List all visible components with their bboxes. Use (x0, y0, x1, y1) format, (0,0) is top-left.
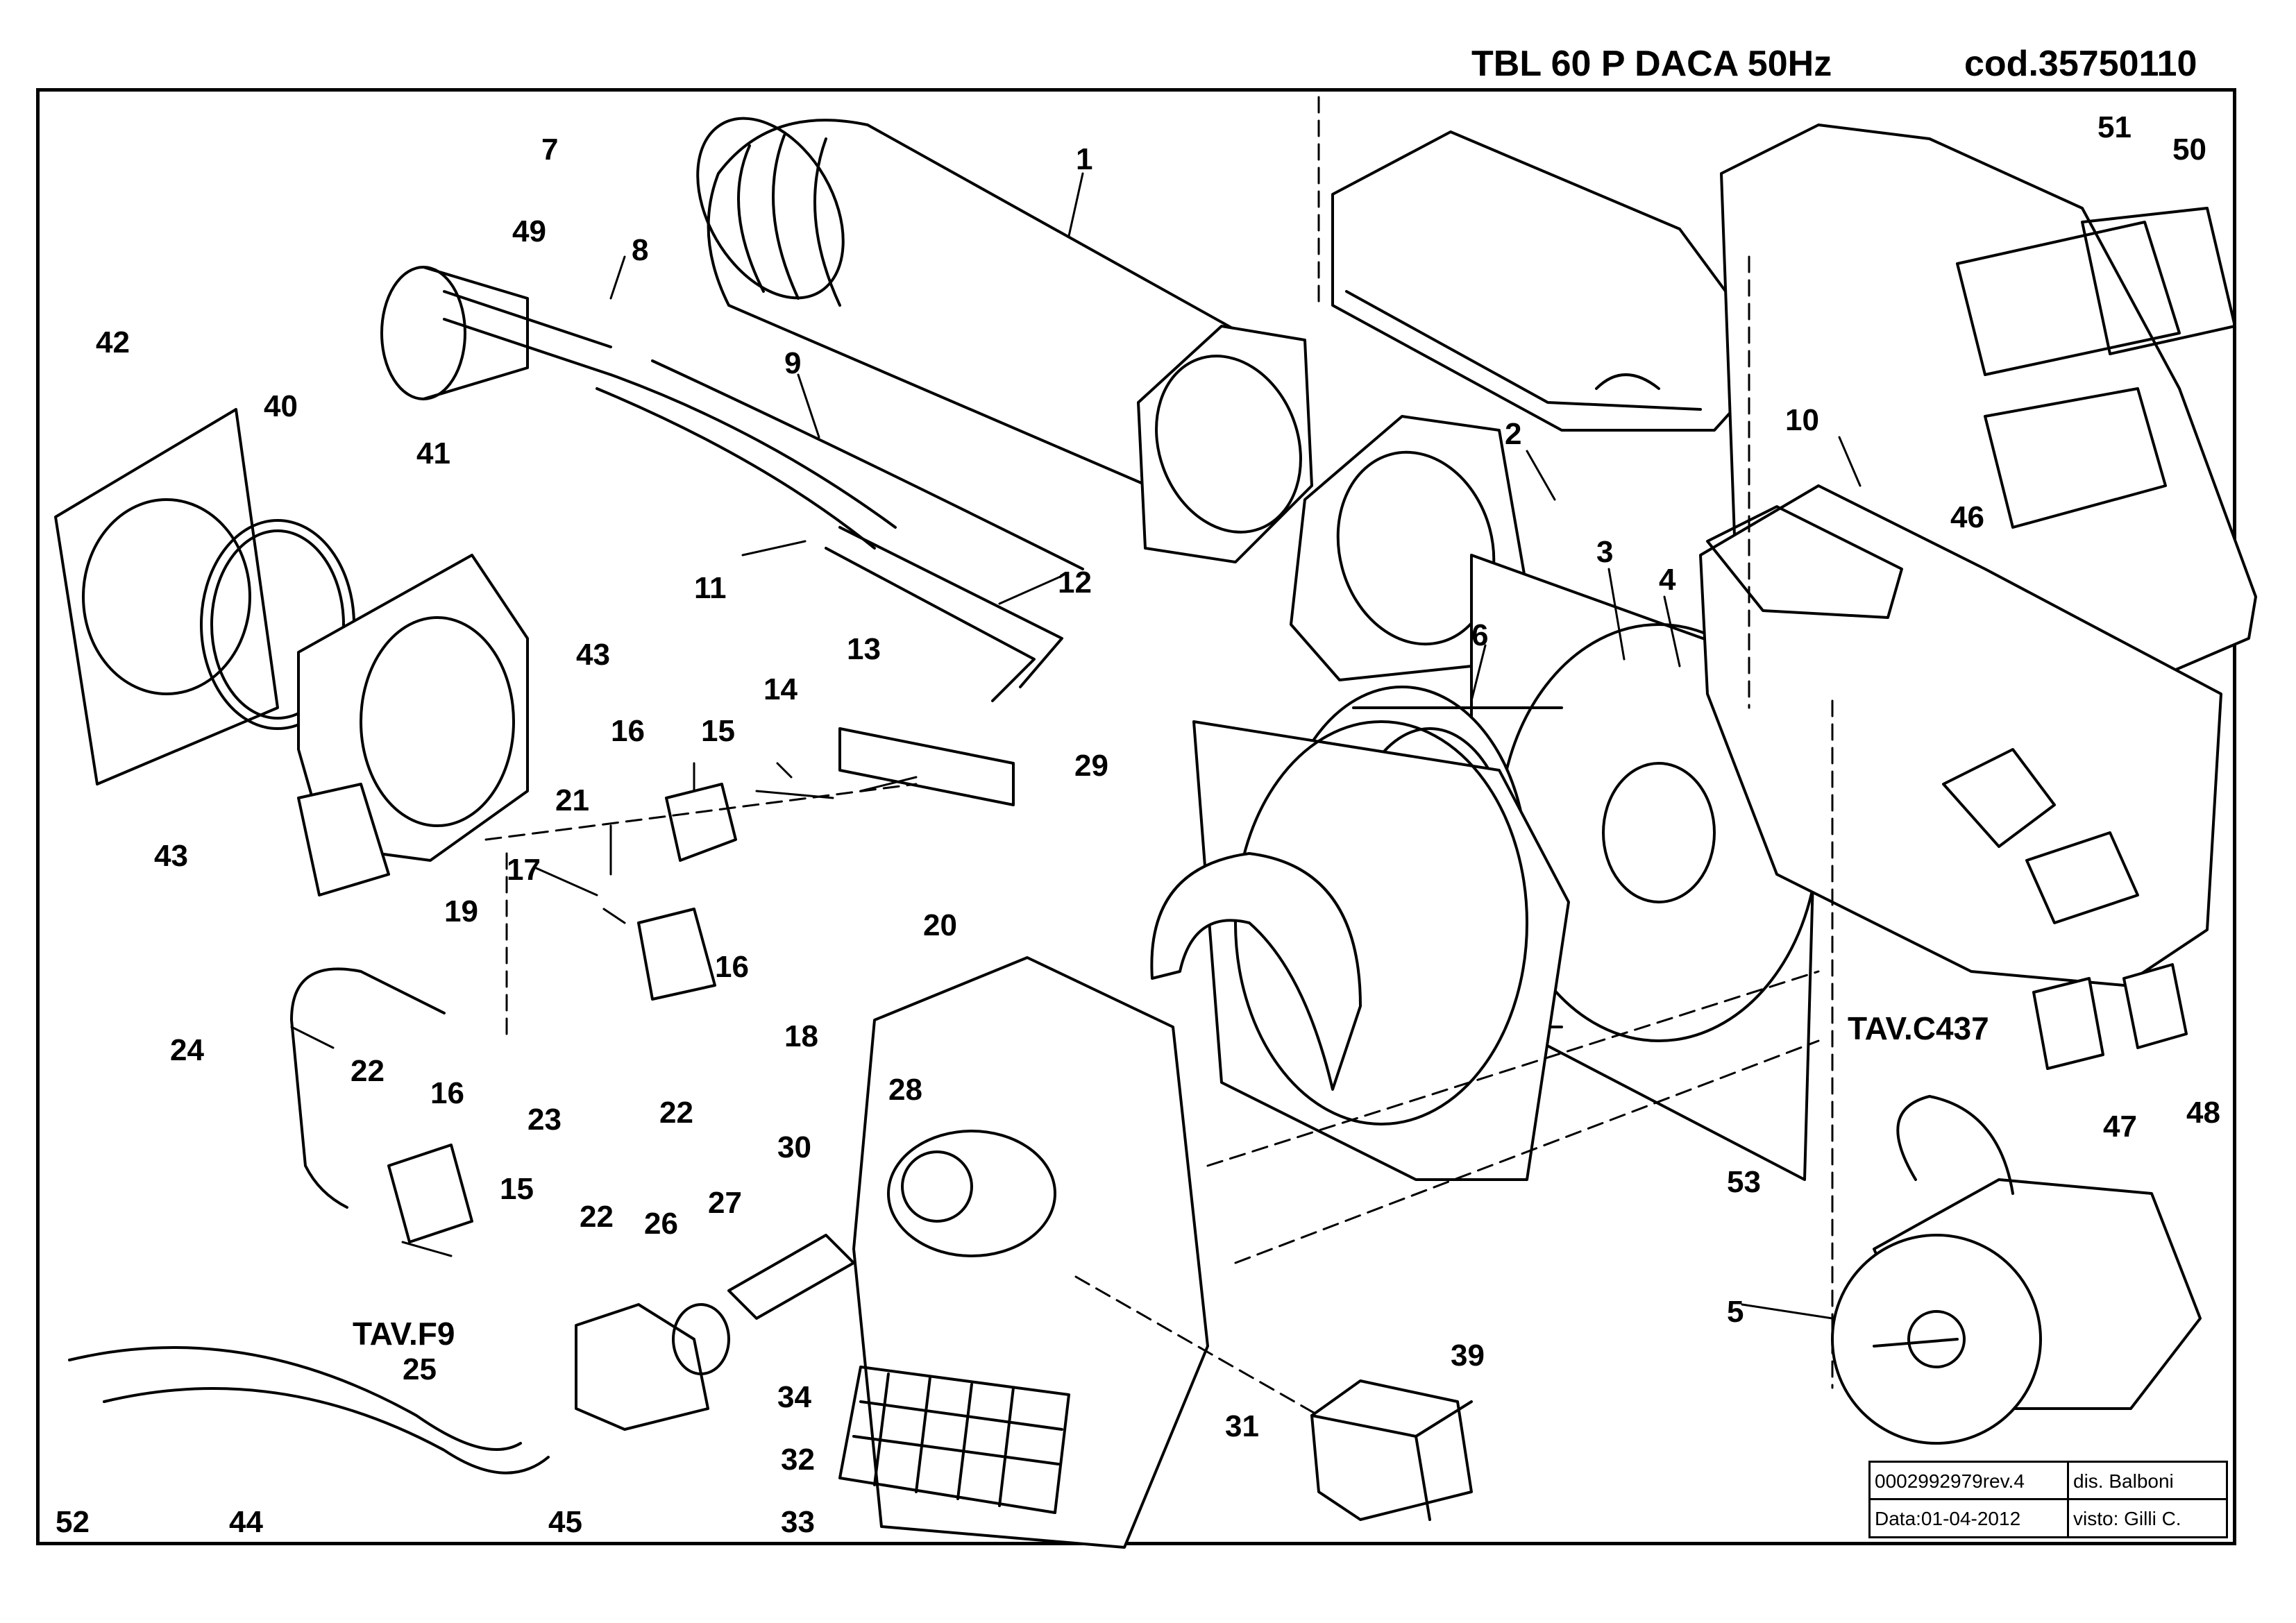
callout-52: 52 (56, 1505, 90, 1539)
callout-29: 29 (1074, 749, 1108, 783)
callout-12: 12 (1058, 566, 1092, 600)
assembly-guide-lines (484, 96, 1834, 1417)
callout-1: 1 (1076, 142, 1092, 176)
mounting-flange-part (297, 554, 529, 897)
callout-22c: 22 (580, 1200, 614, 1234)
callout-25: 25 (403, 1352, 437, 1386)
control-unit-part (1310, 1379, 1473, 1521)
callout-3: 3 (1596, 535, 1613, 569)
callout-21: 21 (555, 783, 589, 817)
callout-41: 41 (416, 436, 450, 470)
callout-39: 39 (1451, 1339, 1485, 1373)
callout-4: 4 (1659, 563, 1676, 597)
title-block-date: Data:01-04-2012 (1871, 1500, 2069, 1538)
callout-44: 44 (229, 1505, 263, 1539)
control-box-part (1699, 484, 2222, 987)
callout-22b: 22 (659, 1096, 693, 1130)
callout-33: 33 (781, 1505, 815, 1539)
callout-11: 11 (694, 571, 727, 605)
tube-flange-part (1137, 325, 1313, 563)
callout-9: 9 (784, 346, 801, 380)
callout-27: 27 (708, 1186, 742, 1220)
callout-34: 34 (777, 1380, 811, 1414)
callout-47: 47 (2103, 1110, 2137, 1144)
oil-pipe-part (290, 967, 446, 1209)
callout-6: 6 (1471, 618, 1488, 652)
callout-46: 46 (1950, 500, 1984, 534)
terminal-strip-part (838, 727, 1015, 806)
model-title: TBL 60 P DACA 50Hz (1471, 44, 1832, 84)
burner-casing-part (852, 956, 1209, 1549)
callout-2: 2 (1505, 417, 1521, 451)
callout-53: 53 (1727, 1165, 1761, 1199)
callout-28: 28 (888, 1073, 922, 1107)
callout-16b: 16 (715, 950, 749, 984)
callout-leader-lines (290, 172, 1862, 1320)
callout-45: 45 (548, 1505, 582, 1539)
connector-plug-47 (2032, 977, 2104, 1070)
callout-15: 15 (701, 714, 735, 748)
callout-5: 5 (1727, 1295, 1744, 1329)
flange-gasket-part (54, 408, 279, 785)
title-block-checked-by: visto: Gilli C. (2073, 1508, 2181, 1529)
callout-42: 42 (96, 325, 130, 359)
callout-50: 50 (2172, 133, 2206, 167)
solenoid-valve-3 (387, 1144, 473, 1243)
callout-19: 19 (444, 894, 478, 928)
solenoid-valve-2 (637, 908, 716, 1001)
top-cover-part (1331, 130, 1778, 432)
electrode-assembly-part (380, 266, 612, 400)
fuel-pump-part (575, 1303, 730, 1431)
callout-16: 16 (611, 714, 645, 748)
callout-51: 51 (2097, 110, 2132, 144)
callout-43: 43 (576, 638, 610, 672)
solenoid-valve-1 (665, 783, 737, 862)
callout-15b: 15 (500, 1172, 534, 1206)
callout-32: 32 (781, 1443, 815, 1477)
title-block-doc-number: 0002992979rev.4 (1871, 1463, 2069, 1500)
volute-housing-part (1192, 720, 1570, 1181)
ignition-cables-part (596, 359, 1084, 702)
callout-13: 13 (847, 632, 881, 666)
callout-48: 48 (2186, 1096, 2220, 1130)
callout-20: 20 (923, 908, 957, 942)
drawing-header: TBL 60 P DACA 50Hz cod.35750110 (1471, 43, 2235, 92)
callout-8: 8 (632, 233, 648, 267)
callout-18: 18 (784, 1019, 818, 1053)
callout-14: 14 (763, 672, 797, 706)
drawing-frame (36, 88, 2236, 1545)
callout-22: 22 (351, 1054, 385, 1088)
callout-26: 26 (644, 1207, 678, 1241)
flexible-hoses-part (68, 1346, 550, 1475)
callout-7: 7 (541, 133, 558, 167)
callout-30: 30 (777, 1130, 811, 1164)
callout-10: 10 (1785, 403, 1819, 437)
motor-part (1831, 1095, 2202, 1445)
coupling-sleeve-part (727, 1234, 855, 1320)
callout-49: 49 (512, 214, 546, 248)
callout-31: 31 (1225, 1409, 1259, 1443)
callout-43b: 43 (154, 839, 188, 873)
model-code: cod.35750110 (1964, 44, 2197, 84)
air-filter-grid-part (838, 1366, 1070, 1514)
connector-plug-48 (2122, 963, 2188, 1049)
inlet-cone-part (1150, 852, 1362, 1091)
callout-40: 40 (264, 389, 298, 423)
cross-ref-tav-c437: TAV.C437 (1848, 1010, 1989, 1046)
title-block-drawn-by: dis. Balboni (2069, 1463, 2226, 1500)
callout-16c: 16 (430, 1076, 464, 1110)
callout-23: 23 (527, 1103, 562, 1137)
title-block: 0002992979rev.4 dis. Balboni Data:01-04-… (1868, 1461, 2228, 1538)
cross-ref-tav-f9: TAV.F9 (353, 1316, 455, 1352)
callout-24: 24 (170, 1033, 204, 1067)
callout-17: 17 (507, 853, 541, 887)
